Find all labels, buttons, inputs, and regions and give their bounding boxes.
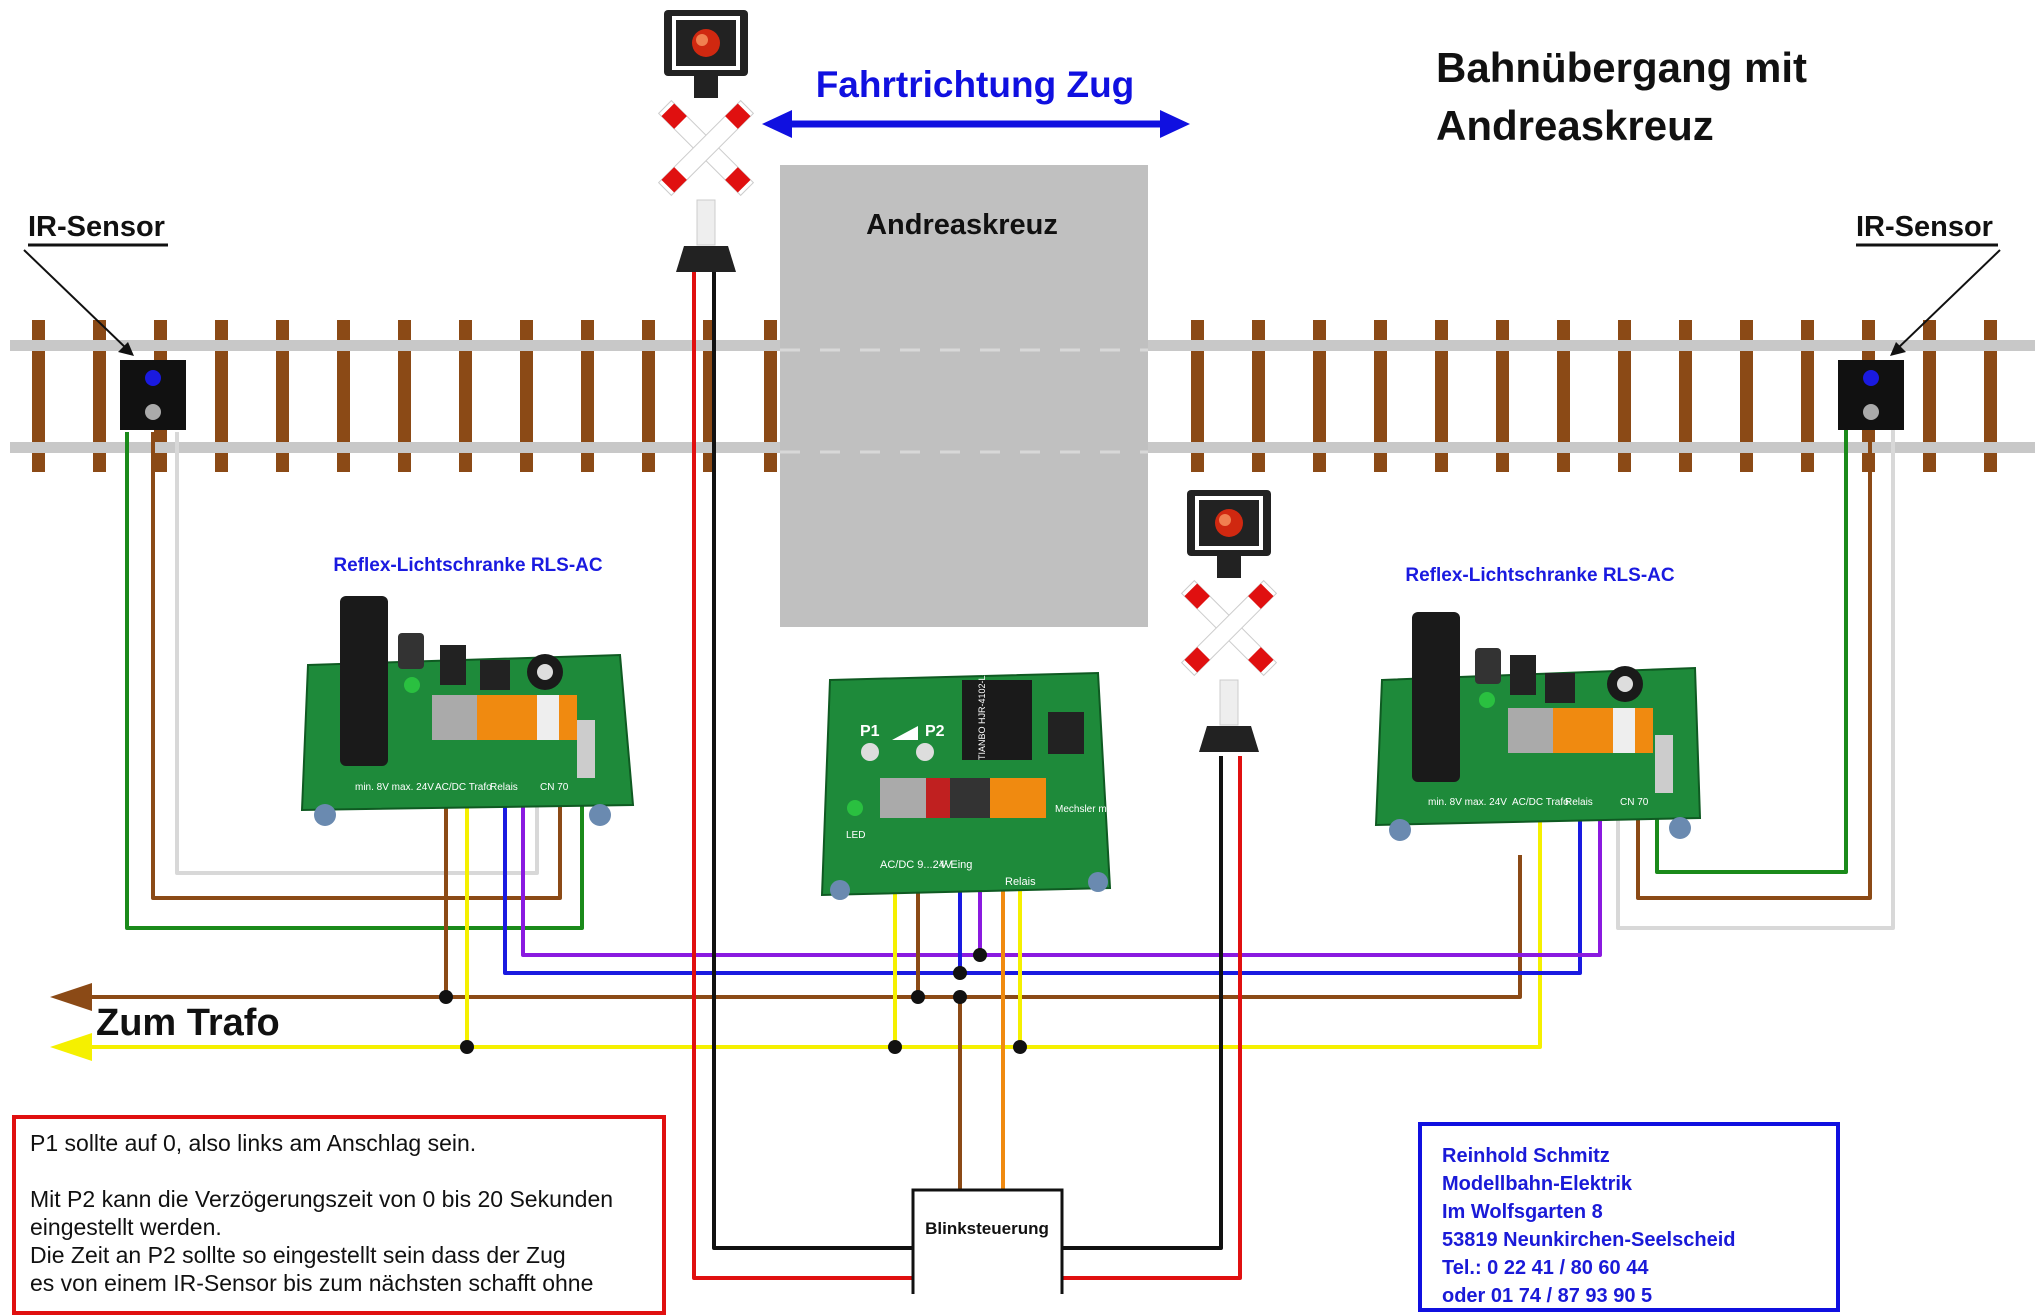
trafo-label: Zum Trafo — [96, 1002, 280, 1044]
address-line-2: Modellbahn-Elektrik — [1442, 1173, 1633, 1195]
sleeper — [1984, 320, 1997, 472]
sleeper — [642, 320, 655, 472]
rls-left-trafo-text: AC/DC Trafo — [435, 782, 492, 793]
sleeper — [1313, 320, 1326, 472]
double-arrow-icon — [762, 110, 1190, 138]
rls-module-right: min. 8V max. 24V AC/DC Trafo Relais CN 7… — [1374, 612, 1702, 841]
sleeper — [1191, 320, 1204, 472]
center-led-label: LED — [846, 830, 865, 841]
crossing-label: Andreaskreuz — [866, 209, 1058, 241]
note-line-3: eingestellt werden. — [30, 1214, 222, 1240]
center-eing-text: V Eing — [940, 859, 972, 871]
sleeper — [520, 320, 533, 472]
address-box: Reinhold Schmitz Modellbahn-Elektrik Im … — [1418, 1122, 1840, 1312]
center-relais-text: Relais — [1005, 876, 1036, 888]
note-line-1: P1 sollte auf 0, also links am Anschlag … — [30, 1130, 477, 1156]
center-relay-text: TIANBO HJR-4102-L-05V — [977, 656, 987, 760]
center-p2-label: P2 — [925, 723, 945, 740]
sleeper — [276, 320, 289, 472]
wires — [75, 270, 1895, 1280]
arrow-left-icon — [50, 983, 92, 1061]
sleeper — [1679, 320, 1692, 472]
ir-sensor-right — [1838, 360, 1904, 430]
track-sleepers — [32, 320, 1997, 472]
sleeper — [1923, 320, 1936, 472]
rls-right-trafo-text: AC/DC Trafo — [1512, 797, 1569, 808]
blink-control-box — [911, 1188, 1064, 1294]
center-delay-module: TIANBO HJR-4102-L-05V P1 P2 LED Mechsler… — [820, 656, 1161, 900]
sleeper — [1435, 320, 1448, 472]
address-line-1: Reinhold Schmitz — [1442, 1145, 1610, 1167]
sleeper — [1618, 320, 1631, 472]
address-line-6: oder 01 74 / 87 93 90 5 — [1442, 1285, 1653, 1307]
note-line-2: Mit P2 kann die Verzögerungszeit von 0 b… — [30, 1186, 614, 1212]
sensor-left-label: IR-Sensor — [28, 211, 165, 243]
sleeper — [1557, 320, 1570, 472]
rls-right-voltage-text: min. 8V max. 24V — [1428, 797, 1507, 808]
sleeper — [459, 320, 472, 472]
sleeper — [337, 320, 350, 472]
note-box: P1 sollte auf 0, also links am Anschlag … — [12, 1115, 666, 1315]
sleeper — [215, 320, 228, 472]
crossing-road — [780, 165, 1148, 627]
sleeper — [1374, 320, 1387, 472]
sleeper — [398, 320, 411, 472]
address-line-3: Im Wolfsgarten 8 — [1442, 1201, 1603, 1223]
blink-label: Blinksteuerung — [925, 1219, 1049, 1238]
andreaskreuz-signal-right — [1180, 490, 1278, 752]
sleeper — [581, 320, 594, 472]
sleeper — [32, 320, 45, 472]
rls-left-voltage-text: min. 8V max. 24V — [355, 782, 434, 793]
center-acdc-text: AC/DC 9...24V — [880, 859, 953, 871]
title-line-1: Bahnübergang mit — [1436, 44, 1807, 91]
andreaskreuz-signal-left — [657, 10, 755, 272]
direction-label: Fahrtrichtung Zug — [816, 64, 1135, 105]
rls-left-relais-text: Relais — [490, 782, 518, 793]
address-line-5: Tel.: 0 22 41 / 80 60 44 — [1442, 1257, 1649, 1279]
address-line-4: 53819 Neunkirchen-Seelscheid — [1442, 1229, 1736, 1251]
ir-sensor-left — [120, 360, 186, 430]
sleeper — [1496, 320, 1509, 472]
rls-right-cn-text: CN 70 — [1620, 797, 1649, 808]
junction-dots — [439, 948, 1027, 1054]
sleeper — [93, 320, 106, 472]
rls-module-left: min. 8V max. 24V AC/DC Trafo Relais CN 7… — [300, 596, 635, 826]
center-p1-label: P1 — [860, 723, 880, 740]
sensor-right-label: IR-Sensor — [1856, 211, 1993, 243]
module-right-label: Reflex-Lichtschranke RLS-AC — [1405, 565, 1675, 586]
sleeper — [1801, 320, 1814, 472]
sleeper — [1740, 320, 1753, 472]
module-left-label: Reflex-Lichtschranke RLS-AC — [333, 555, 603, 576]
rls-left-cn-text: CN 70 — [540, 782, 569, 793]
note-line-5: es von einem IR-Sensor bis zum nächsten … — [30, 1270, 594, 1296]
sleeper — [764, 320, 777, 472]
rls-right-relais-text: Relais — [1565, 797, 1593, 808]
title-line-2: Andreaskreuz — [1436, 102, 1714, 149]
note-line-4: Die Zeit an P2 sollte so eingestellt sei… — [30, 1242, 566, 1268]
sleeper — [1252, 320, 1265, 472]
center-side-text: Mechsler max. 24V / 3A — [1055, 804, 1161, 815]
